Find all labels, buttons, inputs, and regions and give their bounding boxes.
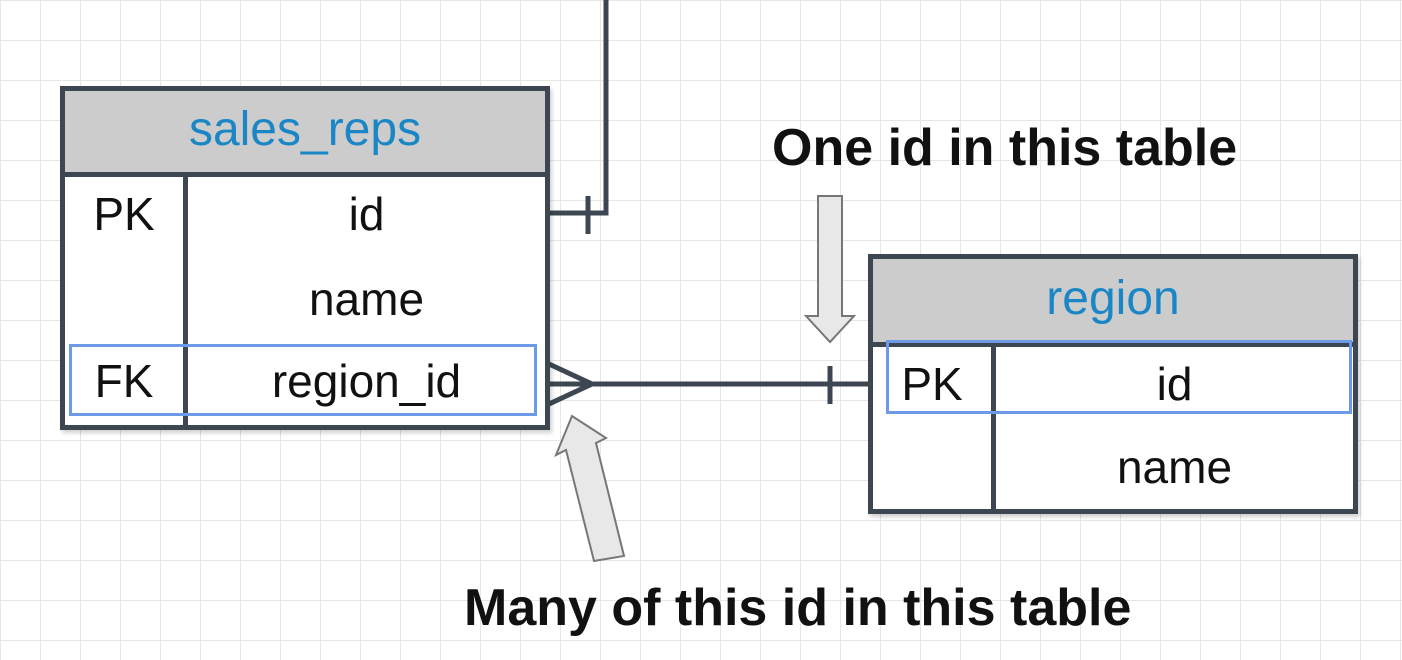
row-field: id (348, 188, 385, 240)
table-row[interactable]: PK id (873, 347, 1353, 425)
entity-sales-reps[interactable]: sales_reps PK id name FK region_id (60, 86, 550, 430)
table-row[interactable]: name (65, 257, 545, 341)
row-field: id (1156, 358, 1193, 410)
table-row[interactable]: name (873, 425, 1353, 509)
entity-title-sales-reps: sales_reps (65, 91, 545, 177)
down-arrow (803, 195, 857, 344)
row-key: PK (901, 358, 963, 410)
crowfoot-many-marker (547, 361, 598, 407)
table-row[interactable]: FK region_id (65, 341, 545, 425)
key-column-divider (183, 177, 188, 425)
row-field: name (308, 273, 425, 325)
row-field: name (1116, 441, 1233, 493)
entity-title-region: region (873, 259, 1353, 347)
up-arrow (554, 414, 626, 563)
row-key: FK (94, 355, 154, 407)
table-row[interactable]: PK id (65, 177, 545, 257)
connector-to-offscreen[interactable] (549, 0, 609, 216)
row-field: region_id (271, 355, 462, 407)
entity-region[interactable]: region PK id name (868, 254, 1358, 514)
entity-body-sales-reps: PK id name FK region_id (65, 177, 545, 425)
one-id-caption: One id in this table (772, 119, 1238, 177)
row-key: PK (93, 188, 155, 240)
entity-body-region: PK id name (873, 340, 1353, 509)
many-id-caption: Many of this id in this table (464, 579, 1132, 637)
key-column-divider (991, 347, 996, 509)
